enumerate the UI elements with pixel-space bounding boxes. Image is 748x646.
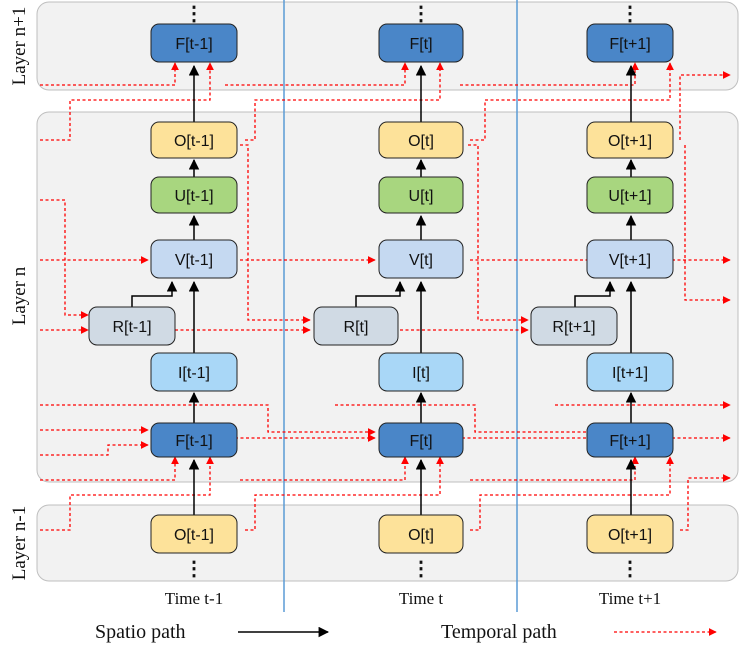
node-o-bottom-label: O[t-1]	[174, 527, 214, 544]
temporal-path	[335, 404, 606, 436]
temporal-path	[245, 62, 444, 141]
node-v[interactable]	[150, 239, 238, 279]
node-f[interactable]	[378, 422, 464, 458]
node-o-bottom-label: O[t]	[408, 527, 434, 544]
layer-label-n-1: Layer n-1	[9, 506, 30, 580]
ellipsis-bottom: ⋮	[184, 558, 204, 580]
ellipsis-top: ⋮	[411, 3, 431, 25]
spatio-path	[574, 280, 616, 307]
ellipsis-top: ⋮	[184, 3, 204, 25]
node-o-bottom[interactable]	[586, 514, 674, 554]
temporal-path	[40, 62, 179, 86]
node-f-top-label: F[t]	[409, 36, 432, 53]
column-t-1: F[t-1] O[t-1] U[t-1] V[t-1] R[t-1] I[t-1…	[88, 23, 238, 554]
node-o-bottom[interactable]	[150, 514, 238, 554]
node-i-label: I[t+1]	[612, 365, 648, 382]
node-r-label: R[t]	[344, 319, 369, 336]
node-i-label: I[t]	[412, 365, 430, 382]
legend-spatio-label: Spatio path	[95, 621, 186, 643]
node-r-label: R[t-1]	[112, 319, 151, 336]
temporal-path	[680, 474, 731, 531]
temporal-path	[468, 144, 529, 324]
temporal-path	[470, 456, 639, 481]
node-v-label: V[t]	[409, 252, 433, 269]
node-f[interactable]	[150, 422, 238, 458]
node-u-label: U[t-1]	[174, 188, 213, 205]
ellipsis-bottom: ⋮	[411, 558, 431, 580]
temporal-path	[470, 62, 674, 141]
layer-label-n: Layer n	[9, 266, 30, 325]
temporal-path	[684, 145, 731, 304]
node-o-bottom[interactable]	[378, 514, 464, 554]
temporal-path	[470, 456, 674, 531]
node-o-label: O[t+1]	[608, 133, 652, 150]
time-label-t+1: Time t+1	[599, 589, 661, 608]
node-f-label: F[t+1]	[609, 433, 650, 450]
time-label-t-1: Time t-1	[165, 589, 223, 608]
node-f-top[interactable]	[378, 23, 464, 63]
node-i-label: I[t-1]	[178, 365, 210, 382]
node-f-label: F[t-1]	[175, 433, 212, 450]
legend-temporal-label: Temporal path	[441, 621, 557, 643]
spatio-path	[131, 280, 178, 307]
node-o[interactable]	[150, 121, 238, 159]
spatio-paths	[131, 64, 637, 515]
temporal-path	[40, 441, 149, 456]
temporal-path	[40, 404, 376, 436]
legend: Spatio path Temporal path	[95, 621, 717, 643]
node-o-bottom-label: O[t+1]	[608, 527, 652, 544]
node-u-label: U[t+1]	[608, 188, 651, 205]
ellipsis-bottom: ⋮	[620, 558, 640, 580]
node-r[interactable]	[530, 306, 618, 346]
node-v[interactable]	[586, 239, 674, 279]
node-r[interactable]	[313, 306, 399, 346]
node-f-top[interactable]	[586, 23, 674, 63]
temporal-path	[225, 62, 409, 86]
temporal-path	[240, 144, 311, 324]
node-r-label: R[t+1]	[552, 319, 595, 336]
node-o-label: O[t]	[408, 133, 434, 150]
node-i[interactable]	[150, 352, 238, 392]
node-v[interactable]	[378, 239, 464, 279]
temporal-path	[40, 199, 89, 319]
node-v-label: V[t+1]	[609, 252, 651, 269]
node-f-top-label: F[t-1]	[175, 36, 212, 53]
column-t: F[t] O[t] U[t] V[t] R[t] I[t] F[t] O[t]	[313, 23, 464, 554]
spatio-path	[355, 280, 406, 307]
temporal-path	[40, 62, 214, 141]
node-i[interactable]	[586, 352, 674, 392]
node-u[interactable]	[378, 176, 464, 214]
temporal-path	[40, 456, 179, 481]
node-f-top-label: F[t+1]	[609, 36, 650, 53]
node-f-top[interactable]	[150, 23, 238, 63]
column-t+1: F[t+1] O[t+1] U[t+1] V[t+1] R[t+1] I[t+1…	[530, 23, 674, 554]
node-u-label: U[t]	[409, 188, 434, 205]
node-v-label: V[t-1]	[175, 252, 213, 269]
layer-label-n+1: Layer n+1	[9, 7, 30, 86]
node-i[interactable]	[378, 352, 464, 392]
node-u[interactable]	[150, 176, 238, 214]
node-o-label: O[t-1]	[174, 133, 214, 150]
node-u[interactable]	[586, 176, 674, 214]
node-f-label: F[t]	[409, 433, 432, 450]
time-label-t: Time t	[399, 589, 444, 608]
ellipsis-top: ⋮	[620, 3, 640, 25]
node-r[interactable]	[88, 306, 176, 346]
temporal-path	[245, 456, 444, 531]
node-f[interactable]	[586, 422, 674, 458]
node-o[interactable]	[378, 121, 464, 159]
node-o[interactable]	[586, 121, 674, 159]
temporal-path	[240, 456, 409, 481]
